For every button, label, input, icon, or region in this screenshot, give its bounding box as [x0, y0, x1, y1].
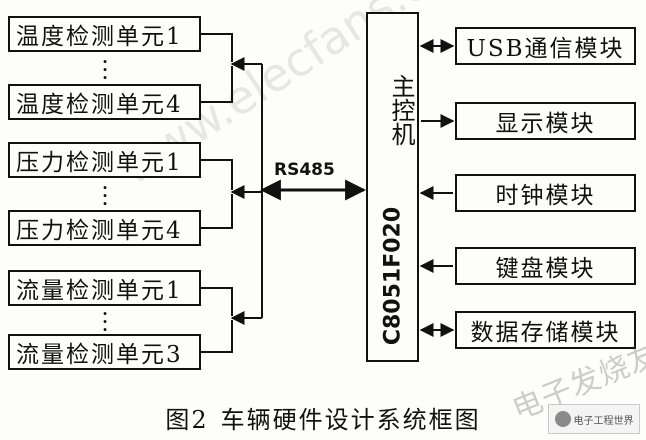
temp-unit-1-label: 温度检测单元1 [16, 24, 183, 50]
link-press-4 [201, 194, 233, 229]
link-temp-1 [201, 33, 233, 62]
figure-title: 车辆硬件设计系统框图 [220, 406, 481, 434]
keyboard-module-box: 键盘模块 [455, 247, 636, 285]
figure-number: 图2 [165, 406, 209, 434]
logo-emblem-icon [554, 411, 571, 427]
pressure-unit-4-box: 压力检测单元4 [8, 210, 201, 246]
figure-caption: 图2 车辆硬件设计系统框图 [0, 400, 646, 435]
ellipsis-dots-flow: ··· [102, 304, 108, 339]
keyboard-module-label: 键盘模块 [495, 256, 596, 282]
temp-unit-4-box: 温度检测单元4 [8, 84, 201, 120]
usb-module-label: USB通信模块 [466, 36, 625, 62]
usb-module-box: USB通信模块 [455, 27, 636, 65]
pressure-unit-1-label: 压力检测单元1 [16, 150, 183, 176]
temp-unit-1-box: 温度检测单元1 [8, 16, 201, 52]
ellipsis-dots-pressure: ··· [102, 178, 108, 213]
site-logo: 电子工程世界 [548, 404, 640, 434]
link-flow-3 [201, 320, 233, 353]
clock-module-label: 时钟模块 [495, 183, 596, 209]
flow-unit-1-label: 流量检测单元1 [16, 278, 183, 304]
flow-unit-3-box: 流量检测单元3 [8, 334, 201, 370]
flow-unit-1-box: 流量检测单元1 [8, 270, 201, 306]
main-controller-box: 主控机 C8051F020 [366, 12, 419, 362]
link-temp-4 [201, 66, 233, 103]
display-module-box: 显示模块 [455, 102, 636, 140]
ellipsis-dots-temp: ··· [102, 52, 108, 87]
display-module-label: 显示模块 [495, 111, 596, 137]
pressure-unit-1-box: 压力检测单元1 [8, 142, 201, 178]
flow-unit-3-label: 流量检测单元3 [16, 342, 183, 368]
storage-module-box: 数据存储模块 [455, 311, 636, 349]
temp-unit-4-label: 温度检测单元4 [16, 92, 183, 118]
pressure-unit-4-label: 压力检测单元4 [16, 218, 183, 244]
bus-label: RS485 [274, 160, 335, 180]
link-flow-1 [201, 287, 233, 316]
clock-module-box: 时钟模块 [455, 174, 636, 212]
controller-name-cn: 主控机 [387, 74, 415, 146]
link-press-1 [201, 159, 233, 190]
controller-model: C8051F020 [380, 206, 405, 346]
logo-text: 电子工程世界 [573, 415, 634, 427]
storage-module-label: 数据存储模块 [470, 320, 621, 346]
